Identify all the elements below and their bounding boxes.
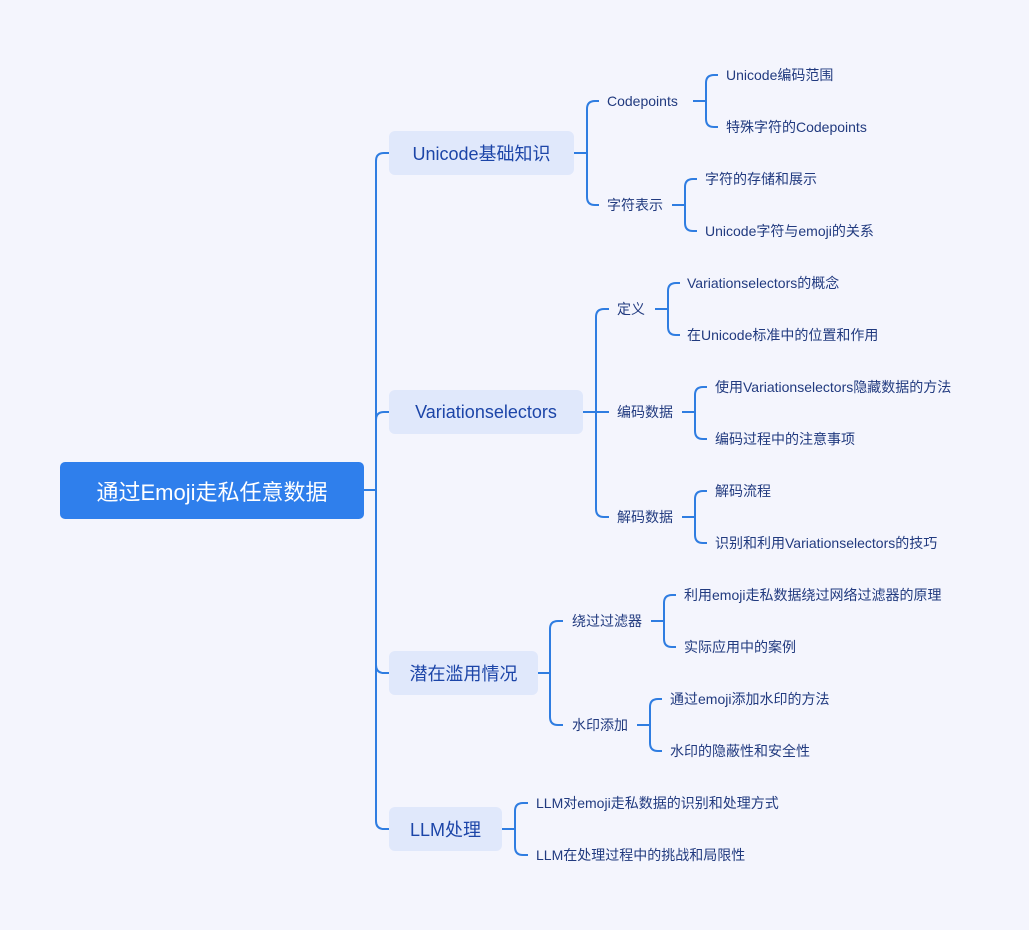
- node-llm-processing[interactable]: LLM处理: [389, 807, 502, 851]
- node-char-representation[interactable]: 字符表示: [607, 197, 663, 213]
- leaf-node[interactable]: 使用Variationselectors隐藏数据的方法: [715, 379, 952, 395]
- node-bypass-filters[interactable]: 绕过过滤器: [572, 613, 642, 629]
- connector-line: [595, 308, 609, 412]
- connector-line: [667, 309, 680, 336]
- connector-line: [549, 673, 563, 726]
- connector-line: [375, 490, 389, 674]
- connector-line: [663, 621, 676, 648]
- node-variation-selectors[interactable]: Variationselectors: [389, 390, 583, 434]
- connector-line: [694, 517, 707, 544]
- node-definition[interactable]: 定义: [617, 301, 645, 317]
- connector-line: [705, 74, 718, 101]
- connector-line: [663, 594, 676, 621]
- leaf-node[interactable]: 利用emoji走私数据绕过网络过滤器的原理: [684, 587, 942, 603]
- leaf-node[interactable]: 识别和利用Variationselectors的技巧: [715, 535, 938, 551]
- leaf-node[interactable]: 水印的隐蔽性和安全性: [670, 743, 810, 759]
- leaf-node[interactable]: Variationselectors的概念: [687, 275, 840, 291]
- connector-line: [586, 153, 599, 206]
- connector-line: [549, 620, 563, 673]
- node-potential-abuse[interactable]: 潜在滥用情况: [389, 651, 538, 695]
- connector-line: [705, 101, 718, 128]
- connector-line: [375, 411, 389, 490]
- leaf-node[interactable]: Unicode编码范围: [726, 67, 834, 83]
- leaf-node[interactable]: LLM对emoji走私数据的识别和处理方式: [536, 795, 779, 811]
- connector-line: [649, 725, 662, 752]
- connector-line: [586, 100, 599, 153]
- node-unicode-basics[interactable]: Unicode基础知识: [389, 131, 574, 175]
- connector-line: [694, 412, 707, 440]
- leaf-node[interactable]: Unicode字符与emoji的关系: [705, 223, 874, 239]
- leaf-node[interactable]: 解码流程: [715, 483, 771, 499]
- leaf-node[interactable]: 编码过程中的注意事项: [715, 431, 855, 447]
- connector-line: [684, 205, 697, 232]
- node-watermark[interactable]: 水印添加: [572, 717, 628, 733]
- root-node[interactable]: 通过Emoji走私任意数据: [60, 462, 364, 519]
- node-decode-data[interactable]: 解码数据: [617, 509, 673, 525]
- leaf-node[interactable]: 特殊字符的Codepoints: [726, 119, 867, 135]
- connector-line: [595, 412, 609, 518]
- connector-line: [375, 152, 389, 490]
- leaf-node[interactable]: 在Unicode标准中的位置和作用: [687, 327, 879, 343]
- connector-line: [514, 802, 528, 829]
- leaf-node[interactable]: 实际应用中的案例: [684, 639, 796, 655]
- connector-line: [684, 178, 697, 205]
- connector-line: [514, 829, 528, 856]
- connector-line: [694, 490, 707, 517]
- leaf-node[interactable]: 字符的存储和展示: [705, 171, 817, 187]
- connector-line: [667, 282, 680, 309]
- node-encode-data[interactable]: 编码数据: [617, 404, 673, 420]
- node-codepoints[interactable]: Codepoints: [607, 93, 678, 109]
- connector-line: [375, 490, 389, 830]
- connector-line: [694, 386, 707, 412]
- leaf-node[interactable]: LLM在处理过程中的挑战和局限性: [536, 847, 746, 863]
- leaf-node[interactable]: 通过emoji添加水印的方法: [670, 691, 830, 707]
- connector-line: [649, 698, 662, 725]
